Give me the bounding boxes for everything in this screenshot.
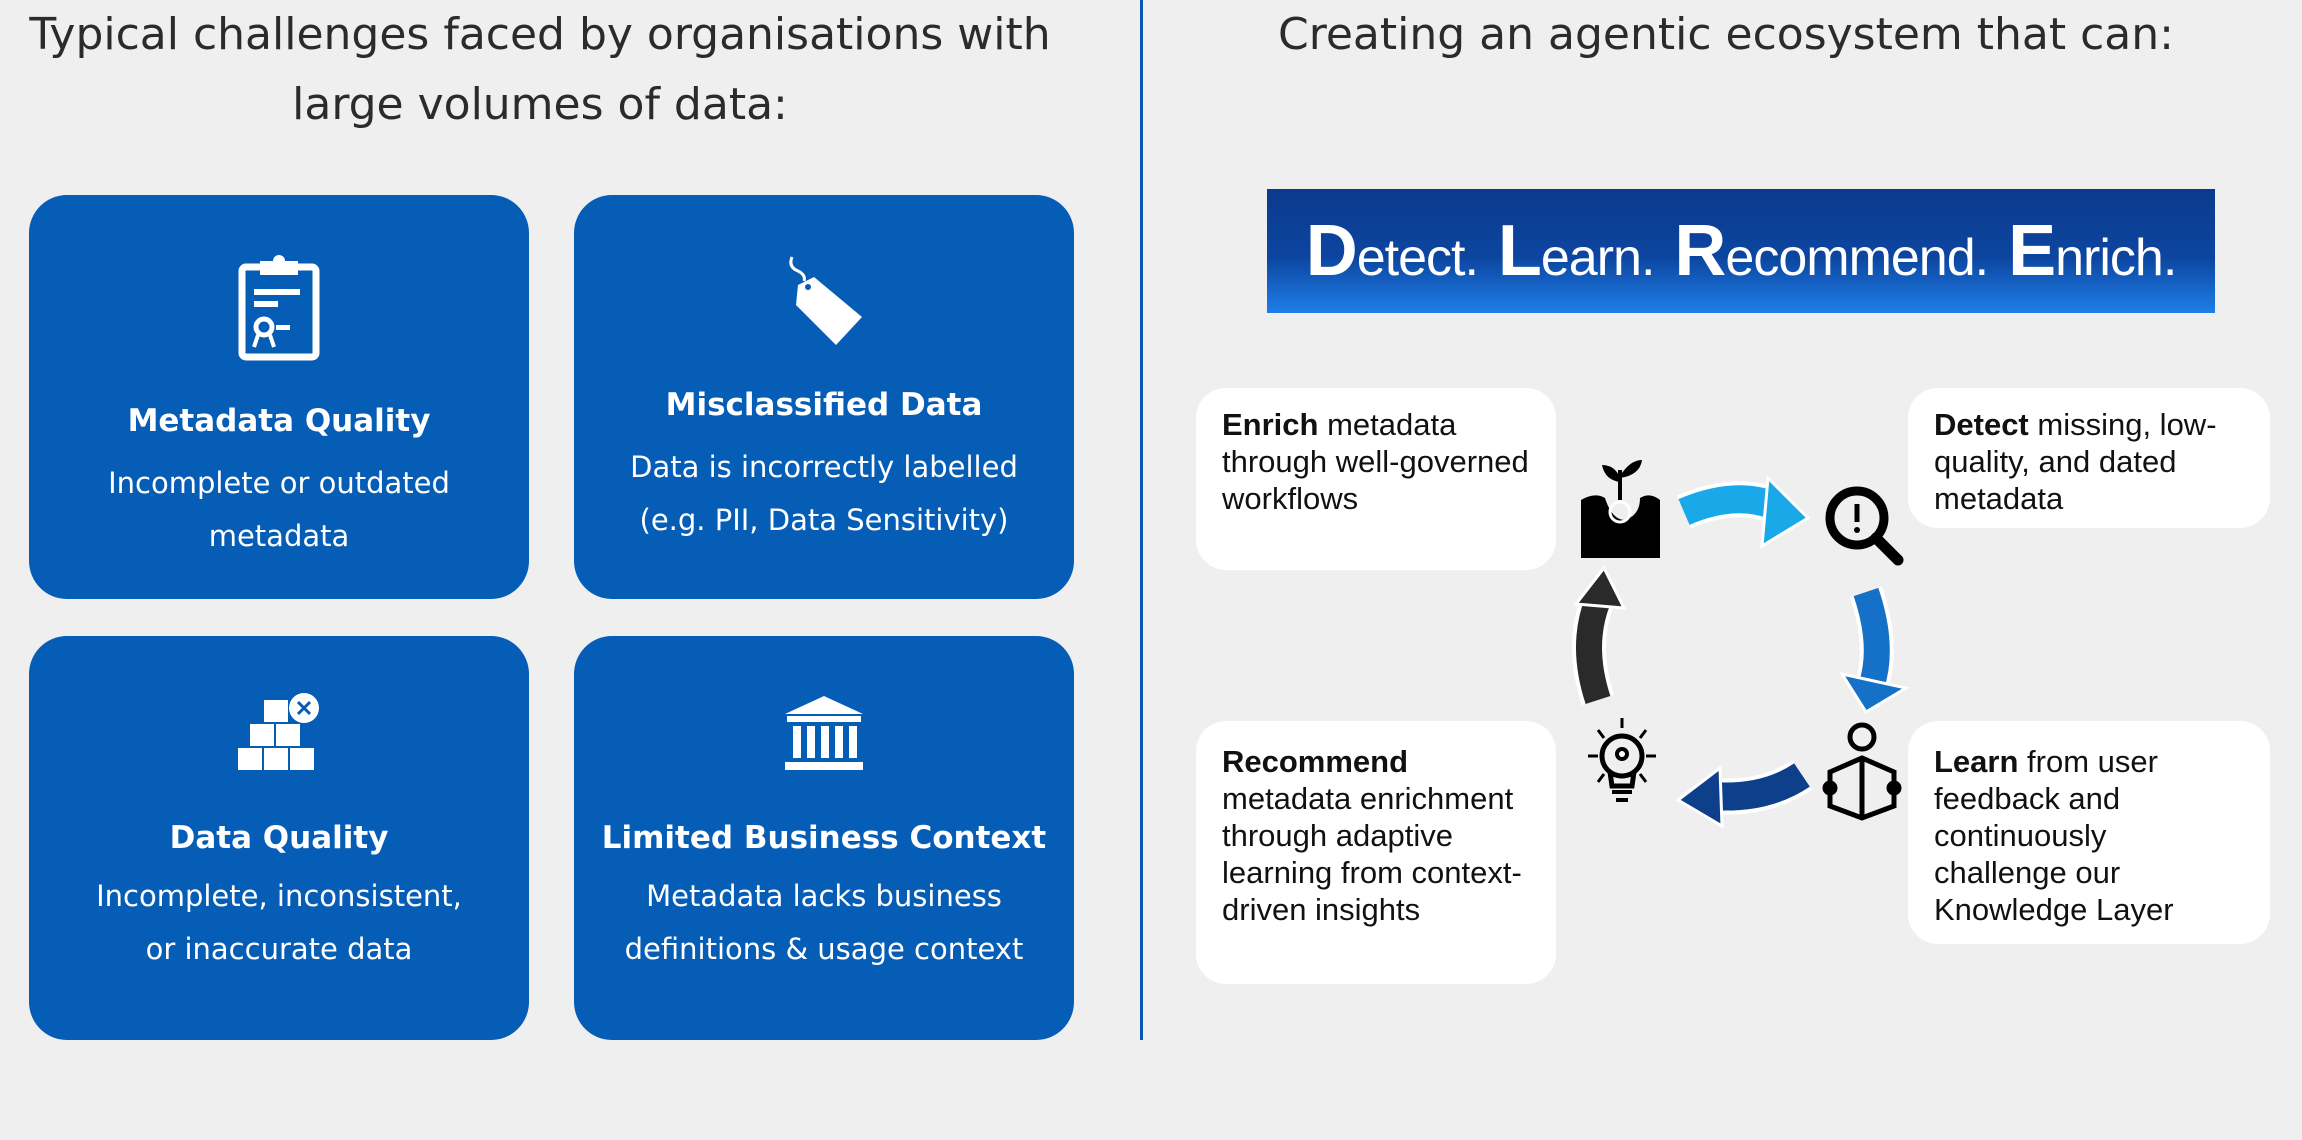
step-enrich: Enrich metadata through well-governed wo… [1196, 388, 1556, 570]
card-title: Misclassified Data [665, 387, 983, 423]
divider [1140, 0, 1143, 1040]
certificate-clipboard-icon [29, 255, 529, 361]
banner-word-learn: Learn. [1497, 211, 1656, 291]
banner-word-recommend: Recommend. [1674, 211, 1989, 291]
left-title: Typical challenges faced by organisation… [0, 0, 1080, 140]
card-title: Data Quality [169, 820, 389, 856]
left-title-line2: large volumes of data: [292, 79, 788, 130]
institution-building-icon [574, 696, 1074, 772]
challenge-card-data-quality: Data Quality Incomplete, inconsistent,or… [29, 636, 529, 1040]
card-title: Limited Business Context [601, 820, 1047, 856]
card-title: Metadata Quality [127, 403, 431, 439]
step-learn: Learn from user feedback and continuousl… [1908, 721, 2270, 944]
banner-word-enrich: Enrich. [2008, 211, 2177, 291]
step-recommend: Recommend metadata enrichment through ad… [1196, 721, 1556, 984]
arrow-learn-to-recommend [1675, 759, 1813, 829]
tag-icon [574, 255, 1074, 345]
dlre-banner: Detect. Learn. Recommend. Enrich. [1267, 189, 2215, 313]
arrow-recommend-to-enrich [1572, 565, 1627, 706]
person-reading-icon [1822, 722, 1902, 821]
left-title-line1: Typical challenges faced by organisation… [29, 9, 1051, 60]
right-title: Creating an agentic ecosystem that can: [1278, 9, 2174, 60]
card-description: Data is incorrectly labelled(e.g. PII, D… [630, 450, 1018, 537]
boxes-error-icon [29, 692, 529, 772]
lightbulb-gear-icon [1588, 718, 1656, 802]
step-detect: Detect missing, low-quality, and dated m… [1908, 388, 2270, 528]
card-description: Incomplete, inconsistent,or inaccurate d… [96, 879, 462, 966]
plant-seedling-icon [1581, 460, 1660, 558]
challenge-card-misclassified-data: Misclassified Data Data is incorrectly l… [574, 195, 1074, 599]
arrow-detect-to-learn [1838, 586, 1911, 715]
arrow-enrich-to-detect [1676, 474, 1811, 549]
magnifier-alert-icon [1825, 486, 1904, 566]
banner-word-detect: Detect. [1305, 211, 1479, 291]
challenge-card-limited-business-context: Limited Business Context Metadata lacks … [574, 636, 1074, 1040]
